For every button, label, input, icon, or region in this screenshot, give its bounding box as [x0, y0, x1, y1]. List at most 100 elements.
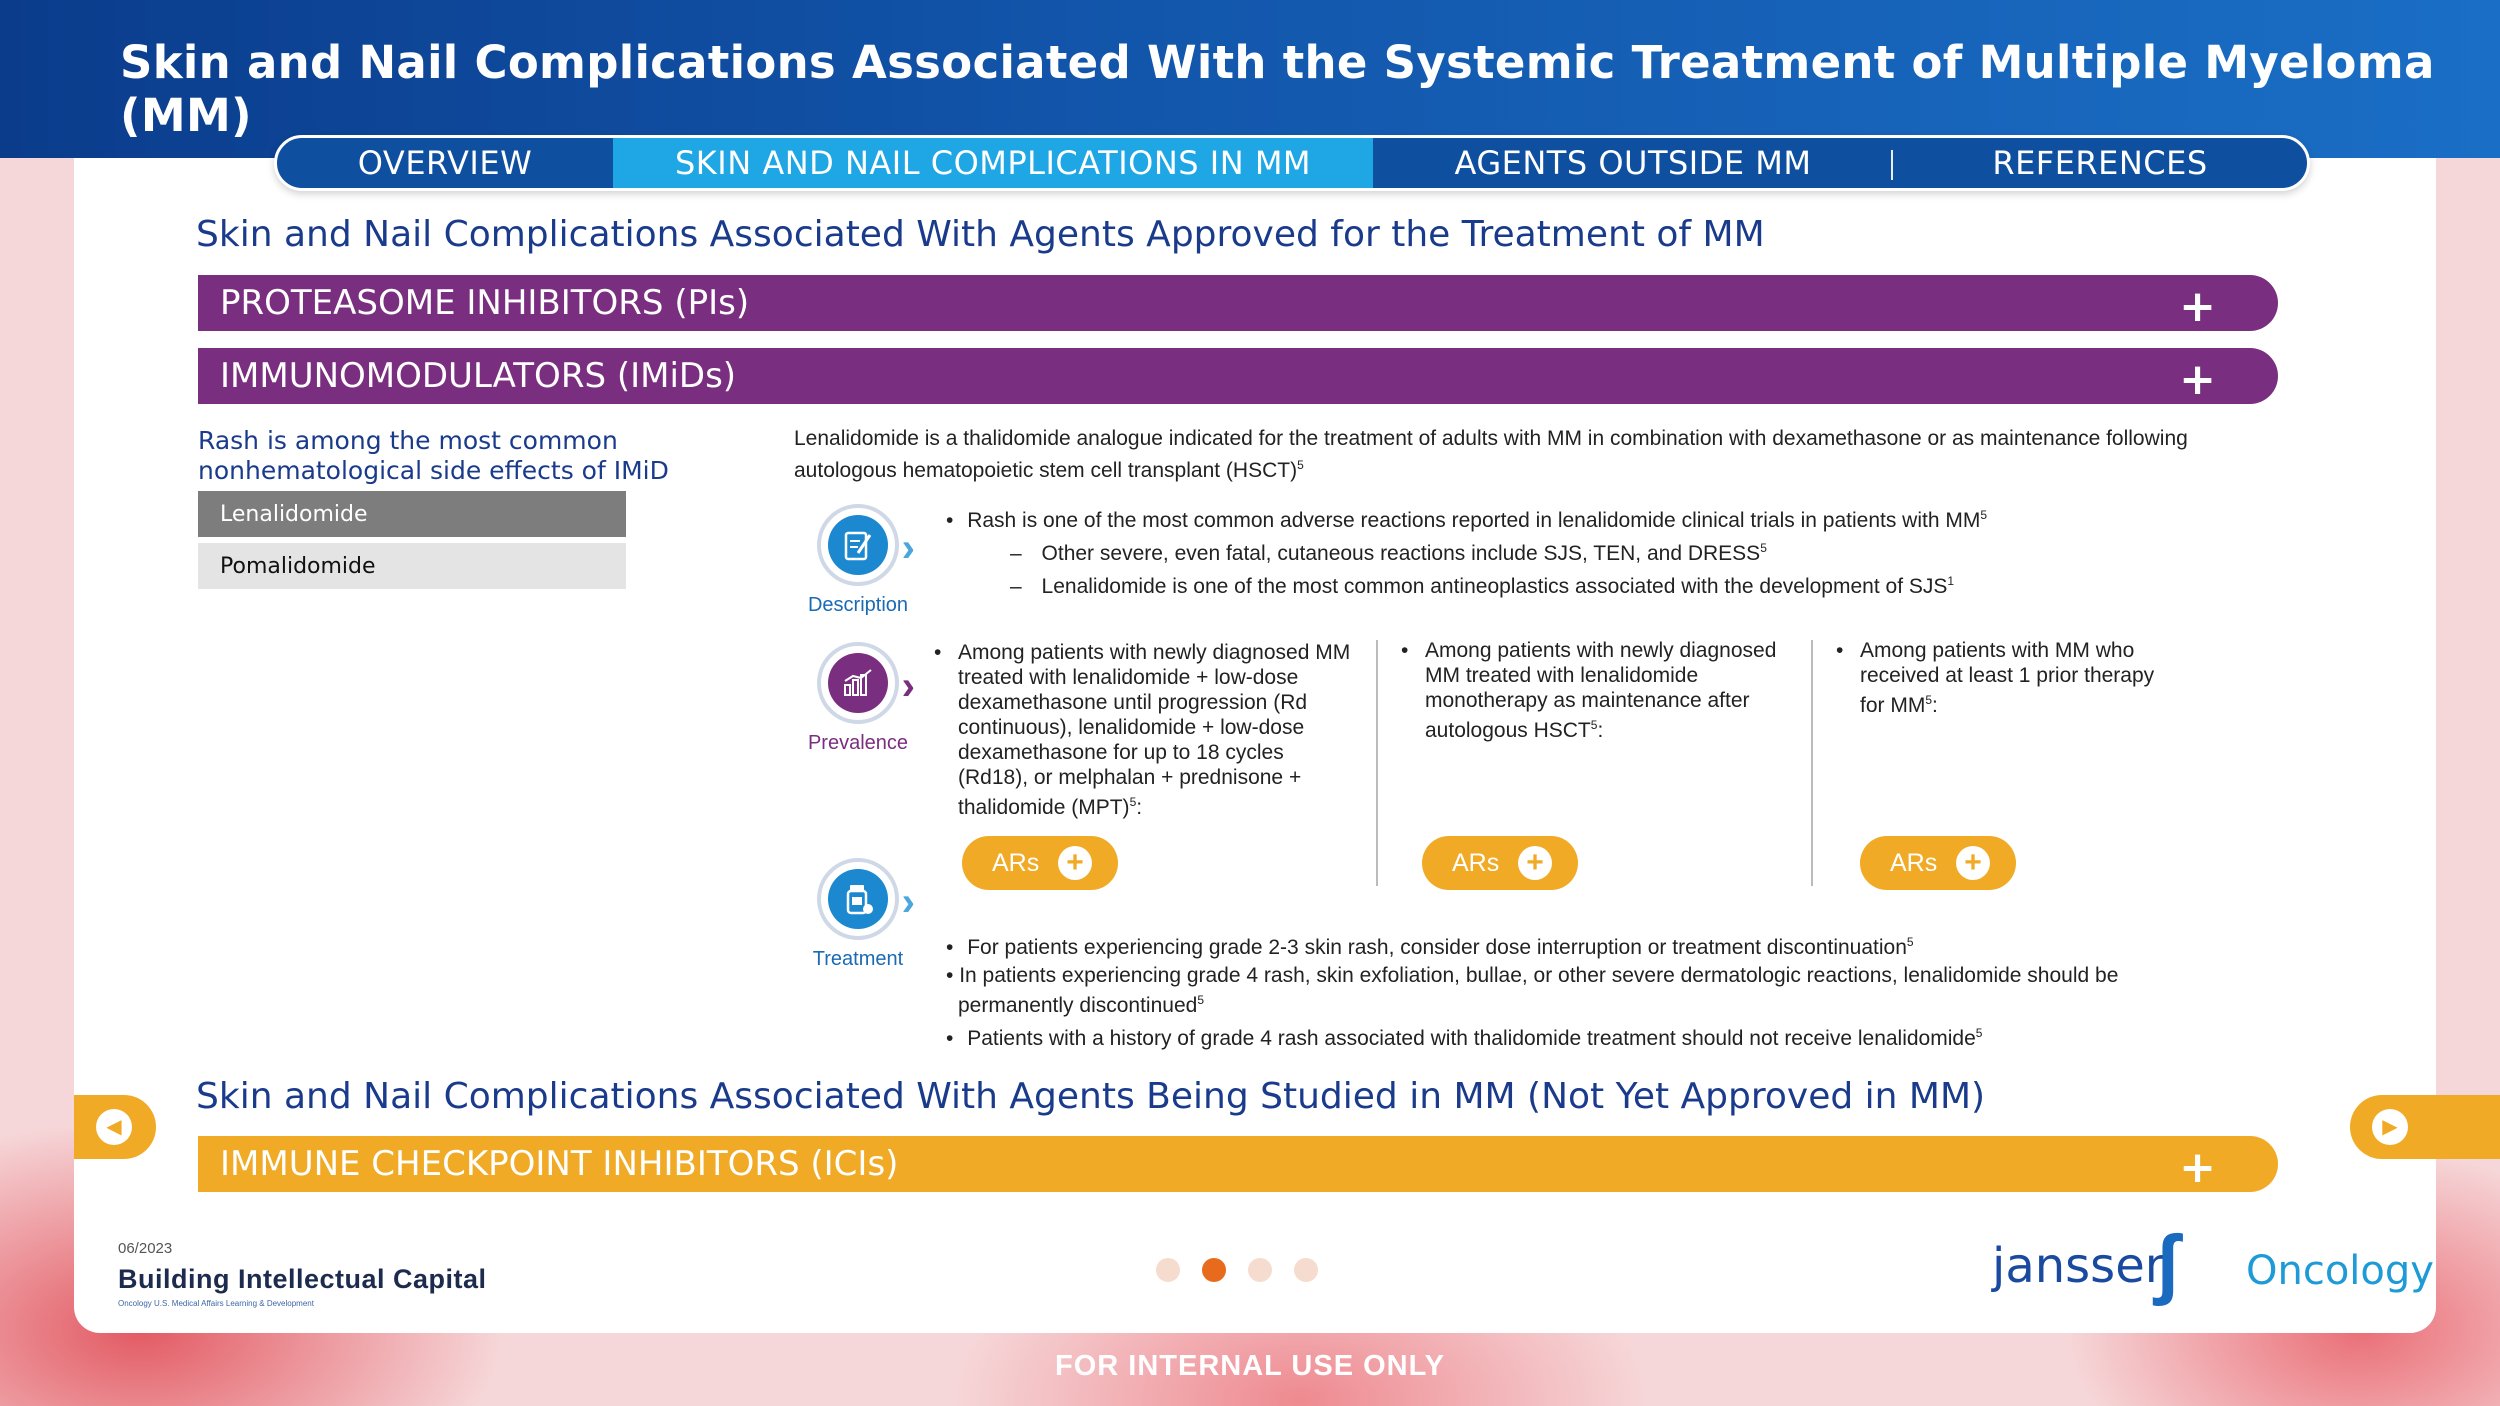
reference-marker: 5 — [1129, 795, 1137, 809]
description-icon-circle: › — [817, 504, 915, 586]
bullet-text: In patients experiencing grade 4 rash, s… — [958, 964, 2119, 1017]
bullet-text: Other severe, even fatal, cutaneous reac… — [1041, 542, 1761, 565]
lenalidomide-intro: Lenalidomide is a thalidomide analogue i… — [794, 426, 2254, 484]
ars-button-col-2[interactable]: ARs + — [1422, 836, 1578, 890]
prevalence-section-icon: › Prevalence — [798, 642, 918, 755]
ars-label: ARs — [1452, 848, 1500, 877]
drug-label: Lenalidomide — [220, 501, 368, 527]
reference-marker: 5 — [1297, 458, 1304, 472]
drug-label: Pomalidomide — [220, 553, 376, 579]
plus-icon: + — [2179, 354, 2216, 405]
accordion-proteasome-inhibitors[interactable]: PROTEASOME INHIBITORS (PIs) + — [198, 275, 2278, 332]
plus-icon: + — [1058, 846, 1092, 880]
oncology-label: Oncology — [2246, 1248, 2434, 1294]
medication-icon — [828, 869, 888, 929]
reference-marker: 5 — [1590, 718, 1598, 732]
ars-button-col-1[interactable]: ARs + — [962, 836, 1118, 890]
bullet-text: Among patients with newly diagnosed MM t… — [958, 641, 1351, 819]
prevalence-col-3: • Among patients with MM who received at… — [1836, 639, 2155, 717]
reference-marker: 5 — [1980, 508, 1988, 522]
reference-marker: 5 — [1925, 693, 1933, 707]
page-indicator — [1156, 1258, 1318, 1282]
arrow-right-icon: ▶ — [2372, 1109, 2408, 1145]
drug-pomalidomide-button[interactable]: Pomalidomide — [198, 543, 626, 589]
page-dot-active[interactable] — [1202, 1258, 1226, 1282]
accordion-immunomodulators[interactable]: IMMUNOMODULATORS (IMiDs) + — [198, 348, 2278, 405]
column-divider — [1811, 640, 1813, 886]
bullet-text: Among patients with newly diagnosed MM t… — [1425, 639, 1777, 742]
accordion-label: IMMUNOMODULATORS (IMiDs) — [220, 356, 737, 396]
reference-marker: 5 — [1975, 1026, 1983, 1040]
reference-marker: 5 — [1760, 541, 1767, 555]
bullet-dot: • — [1401, 639, 1409, 662]
description-sub-bullet-2: Lenalidomide is one of the most common a… — [1010, 569, 1955, 599]
reference-marker: 1 — [1947, 574, 1955, 588]
treatment-bullet-2: • In patients experiencing grade 4 rash,… — [946, 964, 2119, 1017]
bullet-dot: • — [934, 641, 942, 664]
tab-skin-and-nail-complications[interactable]: SKIN AND NAIL COMPLICATIONS IN MM — [613, 138, 1373, 188]
drug-lenalidomide-button[interactable]: Lenalidomide — [198, 491, 626, 537]
tab-label: SKIN AND NAIL COMPLICATIONS IN MM — [674, 144, 1312, 182]
tab-label: REFERENCES — [1992, 144, 2208, 182]
next-page-button[interactable]: ▶ — [2350, 1095, 2500, 1159]
page-dot[interactable] — [1156, 1258, 1180, 1282]
bullet-text: Rash is one of the most common adverse r… — [967, 509, 1981, 532]
approved-section-title: Skin and Nail Complications Associated W… — [196, 214, 1765, 255]
treatment-label: Treatment — [812, 948, 904, 970]
intro-text: Lenalidomide is a thalidomide analogue i… — [794, 427, 2188, 482]
chevron-right-icon: › — [901, 526, 915, 570]
plus-icon: + — [2179, 1142, 2216, 1193]
brand-subtitle: Oncology U.S. Medical Affairs Learning &… — [118, 1299, 314, 1308]
tab-divider — [1891, 150, 1893, 180]
prevalence-icon-circle: › — [817, 642, 915, 724]
page-dot[interactable] — [1294, 1258, 1318, 1282]
page-dot[interactable] — [1248, 1258, 1272, 1282]
accordion-immune-checkpoint-inhibitors[interactable]: IMMUNE CHECKPOINT INHIBITORS (ICIs) + — [198, 1136, 2278, 1193]
chevron-right-icon: › — [901, 880, 915, 924]
plus-icon: + — [1956, 846, 1990, 880]
accordion-label: IMMUNE CHECKPOINT INHIBITORS (ICIs) — [220, 1144, 899, 1184]
bar-chart-icon — [828, 653, 888, 713]
plus-icon: + — [1518, 846, 1552, 880]
reference-marker: 5 — [1197, 993, 1205, 1007]
treatment-bullet-1: For patients experiencing grade 2-3 skin… — [946, 930, 1914, 960]
studied-section-title: Skin and Nail Complications Associated W… — [196, 1076, 1986, 1117]
footer-date: 06/2023 — [118, 1240, 173, 1257]
bullet-text: Patients with a history of grade 4 rash … — [967, 1027, 1976, 1050]
ars-button-col-3[interactable]: ARs + — [1860, 836, 2016, 890]
internal-use-notice: FOR INTERNAL USE ONLY — [1055, 1350, 1445, 1382]
tab-agents-outside-mm[interactable]: AGENTS OUTSIDE MM — [1373, 138, 1893, 188]
bullet-text: Among patients with MM who received at l… — [1860, 639, 2155, 717]
description-section-icon: › Description — [798, 504, 918, 617]
prevalence-col-1: • Among patients with newly diagnosed MM… — [934, 641, 1351, 819]
plus-icon: + — [2179, 281, 2216, 332]
header: Skin and Nail Complications Associated W… — [0, 0, 2500, 158]
accordion-label: PROTEASOME INHIBITORS (PIs) — [220, 283, 750, 323]
reference-marker: 5 — [1906, 935, 1914, 949]
bullet-text: For patients experiencing grade 2-3 skin… — [967, 936, 1907, 959]
treatment-section-icon: › Treatment — [798, 858, 918, 971]
treatment-icon-circle: › — [817, 858, 915, 940]
description-label: Description — [807, 594, 909, 616]
bullet-dot: • — [1836, 639, 1844, 662]
janssen-mark-icon: ʃ — [2154, 1219, 2180, 1307]
prevalence-label: Prevalence — [807, 732, 909, 754]
tab-references[interactable]: REFERENCES — [1893, 138, 2307, 188]
description-bullet: Rash is one of the most common adverse r… — [946, 503, 1987, 533]
previous-page-button[interactable]: ◀ — [74, 1095, 156, 1159]
page-title: Skin and Nail Complications Associated W… — [120, 36, 2435, 142]
treatment-bullet-3: Patients with a history of grade 4 rash … — [946, 1021, 1982, 1051]
tab-label: OVERVIEW — [357, 144, 533, 182]
tab-overview[interactable]: OVERVIEW — [277, 138, 613, 188]
clipboard-pen-icon — [828, 515, 888, 575]
prevalence-col-2: • Among patients with newly diagnosed MM… — [1401, 639, 1777, 742]
tab-label: AGENTS OUTSIDE MM — [1454, 144, 1812, 182]
brand-logo: Building Intellectual Capital — [118, 1264, 487, 1294]
arrow-left-icon: ◀ — [96, 1109, 132, 1145]
janssen-logo: janssen — [1992, 1238, 2176, 1294]
description-sub-bullet-1: Other severe, even fatal, cutaneous reac… — [1010, 536, 1767, 566]
ars-label: ARs — [1890, 848, 1938, 877]
column-divider — [1376, 640, 1378, 886]
ars-label: ARs — [992, 848, 1040, 877]
chevron-right-icon: › — [901, 664, 915, 708]
